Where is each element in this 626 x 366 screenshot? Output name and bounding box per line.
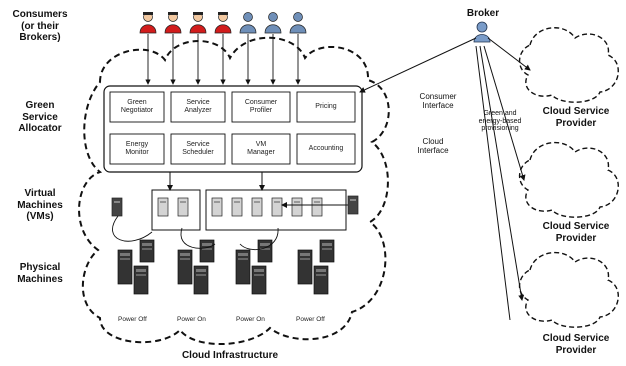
consumer-arrows bbox=[145, 34, 301, 85]
provider-cloud-3 bbox=[518, 251, 619, 328]
vm-icon bbox=[111, 197, 123, 217]
user-red-icon bbox=[214, 12, 232, 34]
module-vm-manager: VM Manager bbox=[247, 141, 275, 156]
vm-icon bbox=[177, 197, 189, 217]
vm-icon bbox=[311, 197, 323, 217]
broker-allocator-link bbox=[359, 37, 477, 93]
broker-provider-link-1 bbox=[487, 37, 531, 71]
broker-label: Broker bbox=[466, 8, 500, 19]
user-red-icon bbox=[189, 12, 207, 34]
vm-icons bbox=[111, 195, 359, 217]
cloud-infrastructure-label: Cloud Infrastructure bbox=[181, 350, 279, 361]
provider-label-1: Cloud Service Provider bbox=[542, 106, 610, 129]
physical-machines-label: Physical Machines bbox=[17, 262, 63, 285]
module-service-scheduler: Service Scheduler bbox=[182, 141, 214, 156]
server-icon bbox=[133, 265, 149, 295]
module-box bbox=[170, 91, 226, 123]
server-icon bbox=[199, 239, 215, 263]
module-box bbox=[296, 133, 356, 165]
module-service-analyzer: Service Analyzer bbox=[184, 99, 212, 114]
module-box bbox=[109, 91, 165, 123]
vm-icon bbox=[251, 197, 263, 217]
user-blue-icon bbox=[289, 12, 307, 34]
power-state-3: Power On bbox=[236, 316, 265, 323]
server-icon bbox=[297, 249, 313, 285]
cloud-infrastructure-outline bbox=[78, 36, 390, 346]
module-box bbox=[231, 133, 291, 165]
physical-servers bbox=[117, 239, 335, 295]
consumer-icons-row bbox=[139, 12, 307, 34]
vm-icon bbox=[271, 197, 283, 217]
server-icon bbox=[177, 249, 193, 285]
cloud-interface-label: Cloud Interface bbox=[417, 137, 449, 155]
consumer-interface-label: Consumer Interface bbox=[419, 92, 457, 110]
power-state-2: Power On bbox=[177, 316, 206, 323]
user-blue-icon bbox=[264, 12, 282, 34]
server-icon bbox=[319, 239, 335, 263]
server-icon bbox=[251, 265, 267, 295]
provider-cloud-2 bbox=[518, 141, 619, 218]
broker-icon bbox=[473, 21, 491, 43]
vm-icon bbox=[347, 195, 359, 215]
provider-cloud-1 bbox=[518, 27, 619, 103]
server-icon bbox=[257, 239, 273, 263]
consumers-label: Consumers (or their Brokers) bbox=[12, 9, 68, 43]
virtual-machines-label: Virtual Machines (VMs) bbox=[17, 188, 63, 222]
server-icon bbox=[117, 249, 133, 285]
power-state-1: Power Off bbox=[118, 316, 147, 323]
vm-icon bbox=[211, 197, 223, 217]
server-icon bbox=[235, 249, 251, 285]
module-energy-monitor: Energy Monitor bbox=[125, 141, 149, 156]
module-box bbox=[170, 133, 226, 165]
server-icon bbox=[313, 265, 329, 295]
user-blue-icon bbox=[239, 12, 257, 34]
module-box bbox=[109, 133, 165, 165]
vm-icon bbox=[157, 197, 169, 217]
module-accounting: Accounting bbox=[308, 145, 344, 153]
power-state-4: Power Off bbox=[296, 316, 325, 323]
broker-provider-link-3 bbox=[479, 45, 525, 301]
broker-provider-link-2 bbox=[483, 45, 526, 181]
module-box bbox=[231, 91, 291, 123]
green-offers-label: Green and energy-based provisioning bbox=[478, 110, 522, 133]
vm-icon bbox=[231, 197, 243, 217]
provider-label-2: Cloud Service Provider bbox=[542, 221, 610, 244]
vm-icon bbox=[291, 197, 303, 217]
vm-to-server-curve-right bbox=[239, 227, 279, 251]
module-green-negotiator: Green Negotiator bbox=[120, 99, 154, 114]
user-red-icon bbox=[164, 12, 182, 34]
vm-to-server-curve-left bbox=[112, 215, 153, 242]
server-icon bbox=[193, 265, 209, 295]
module-consumer-profiler: Consumer Profiler bbox=[244, 99, 278, 114]
provider-label-3: Cloud Service Provider bbox=[542, 333, 610, 356]
vm-to-server-curve-mid bbox=[180, 227, 216, 249]
module-pricing: Pricing bbox=[315, 103, 337, 111]
server-icon bbox=[139, 239, 155, 263]
module-box bbox=[296, 91, 356, 123]
green-allocator-label: Green Service Allocator bbox=[18, 100, 62, 134]
user-red-icon bbox=[139, 12, 157, 34]
allocator-modules bbox=[109, 91, 356, 165]
broker-provider-link-4 bbox=[475, 45, 511, 321]
